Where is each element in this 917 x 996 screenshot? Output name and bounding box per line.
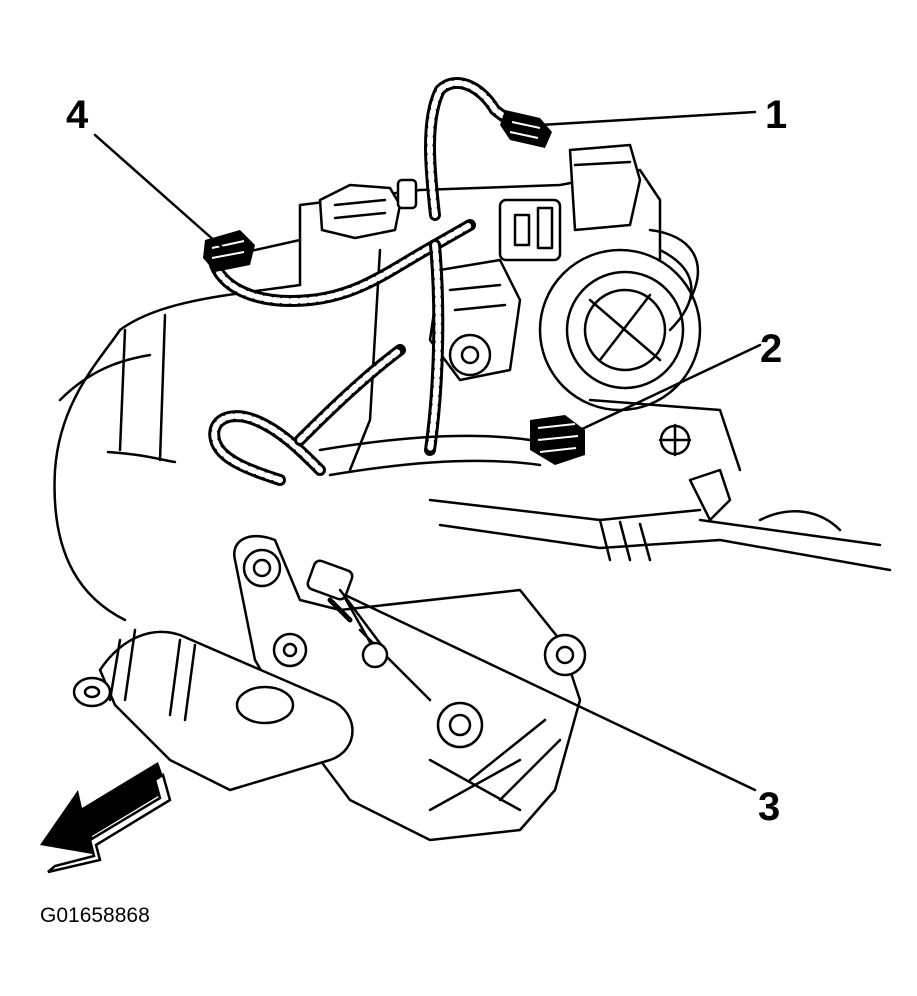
figure-code: G01658868 [40, 904, 150, 927]
throttle-body [498, 143, 702, 412]
callout-2: 2 [760, 327, 782, 371]
connector-2 [530, 415, 585, 465]
coolant-pipe [72, 628, 354, 792]
leader-lines [93, 110, 762, 792]
right-bracket-hardware [588, 398, 892, 572]
wiring-harness-left [208, 344, 406, 486]
fuel-rail [318, 434, 722, 562]
intake-manifold-body [53, 283, 302, 622]
callout-3: 3 [758, 785, 780, 829]
top-connector [318, 178, 418, 240]
callout-1: 1 [765, 93, 787, 137]
wiring-harness-upper [209, 76, 521, 456]
front-direction-arrow-icon [40, 762, 172, 874]
lower-bracket [232, 534, 587, 842]
sensor-3 [306, 559, 389, 669]
sensor-block [428, 258, 522, 382]
callout-4: 4 [66, 93, 89, 137]
connector-1 [500, 110, 552, 148]
